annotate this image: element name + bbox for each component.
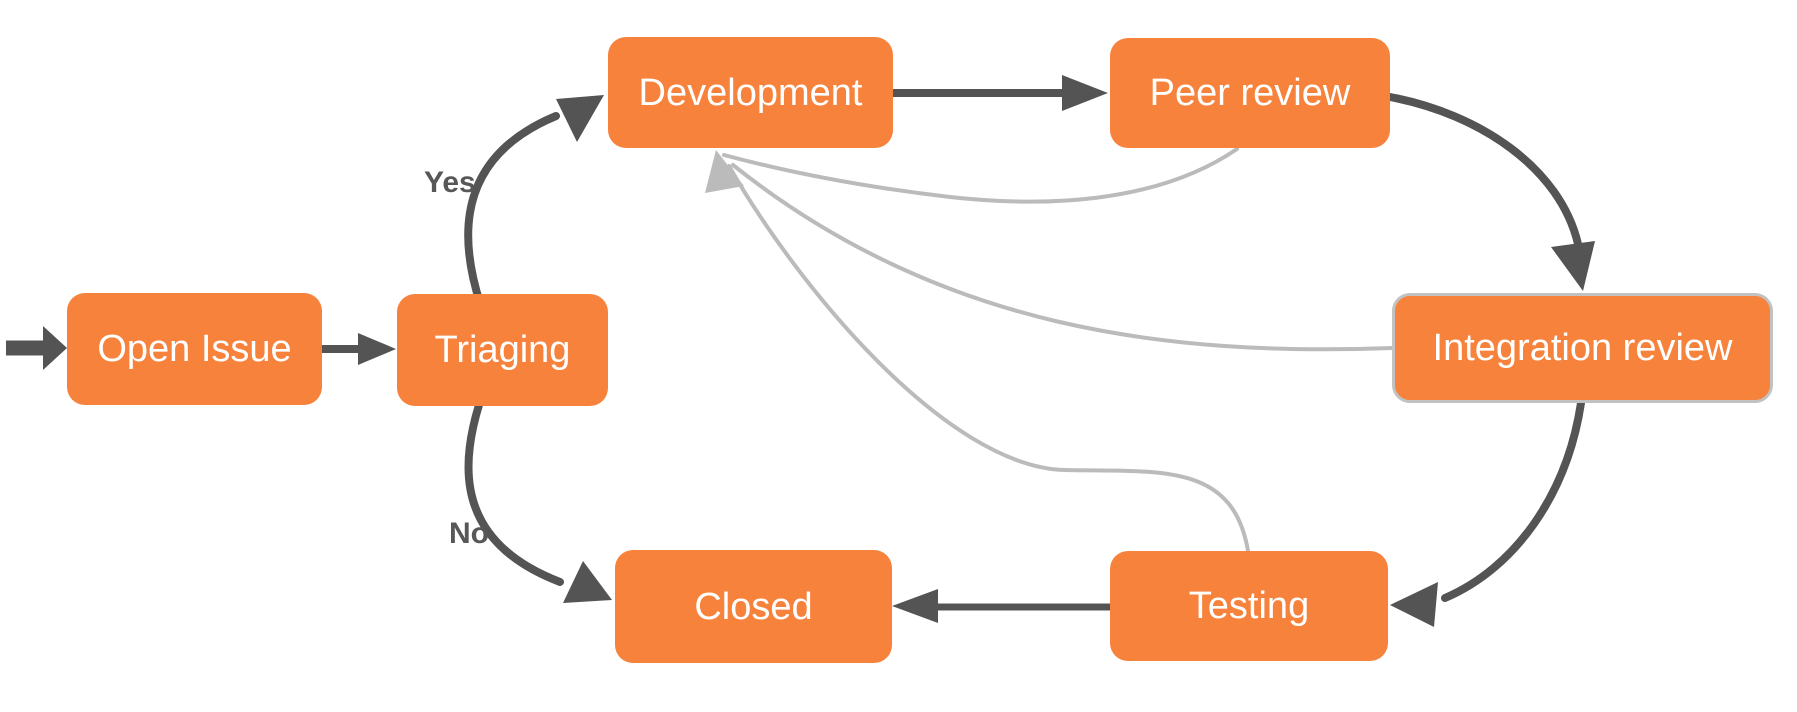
node-triaging: Triaging bbox=[397, 294, 608, 406]
node-triaging-label: Triaging bbox=[434, 329, 571, 371]
node-open-issue-label: Open Issue bbox=[97, 328, 292, 370]
edge-peer-review-to-development-return bbox=[722, 147, 1239, 204]
node-peer-review: Peer review bbox=[1110, 38, 1390, 148]
node-peer-review-label: Peer review bbox=[1149, 72, 1351, 114]
edge-label-yes: Yes bbox=[424, 166, 476, 199]
node-development-label: Development bbox=[638, 71, 863, 114]
edge-label-no: No bbox=[449, 517, 489, 550]
node-development: Development bbox=[608, 37, 893, 148]
node-integration-review: Integration review bbox=[1392, 293, 1773, 403]
node-closed-label: Closed bbox=[694, 585, 813, 628]
edge-integration-review-to-development-return bbox=[731, 163, 1394, 352]
node-open-issue: Open Issue bbox=[67, 293, 322, 405]
node-integration-review-label: Integration review bbox=[1432, 327, 1733, 369]
node-testing: Testing bbox=[1110, 551, 1388, 661]
edge-start-to-open-issue bbox=[6, 326, 67, 370]
edge-testing-to-closed bbox=[892, 589, 1110, 623]
edge-peer-review-to-integration-review bbox=[1386, 93, 1595, 291]
edge-development-to-peer-review bbox=[893, 75, 1108, 111]
node-testing-label: Testing bbox=[1188, 585, 1310, 627]
edge-open-issue-to-triaging bbox=[322, 333, 396, 365]
edge-integration-review-to-testing bbox=[1390, 399, 1585, 627]
node-closed: Closed bbox=[615, 550, 892, 663]
edge-testing-to-development-return bbox=[727, 164, 1250, 553]
return-arrowhead bbox=[705, 150, 744, 193]
